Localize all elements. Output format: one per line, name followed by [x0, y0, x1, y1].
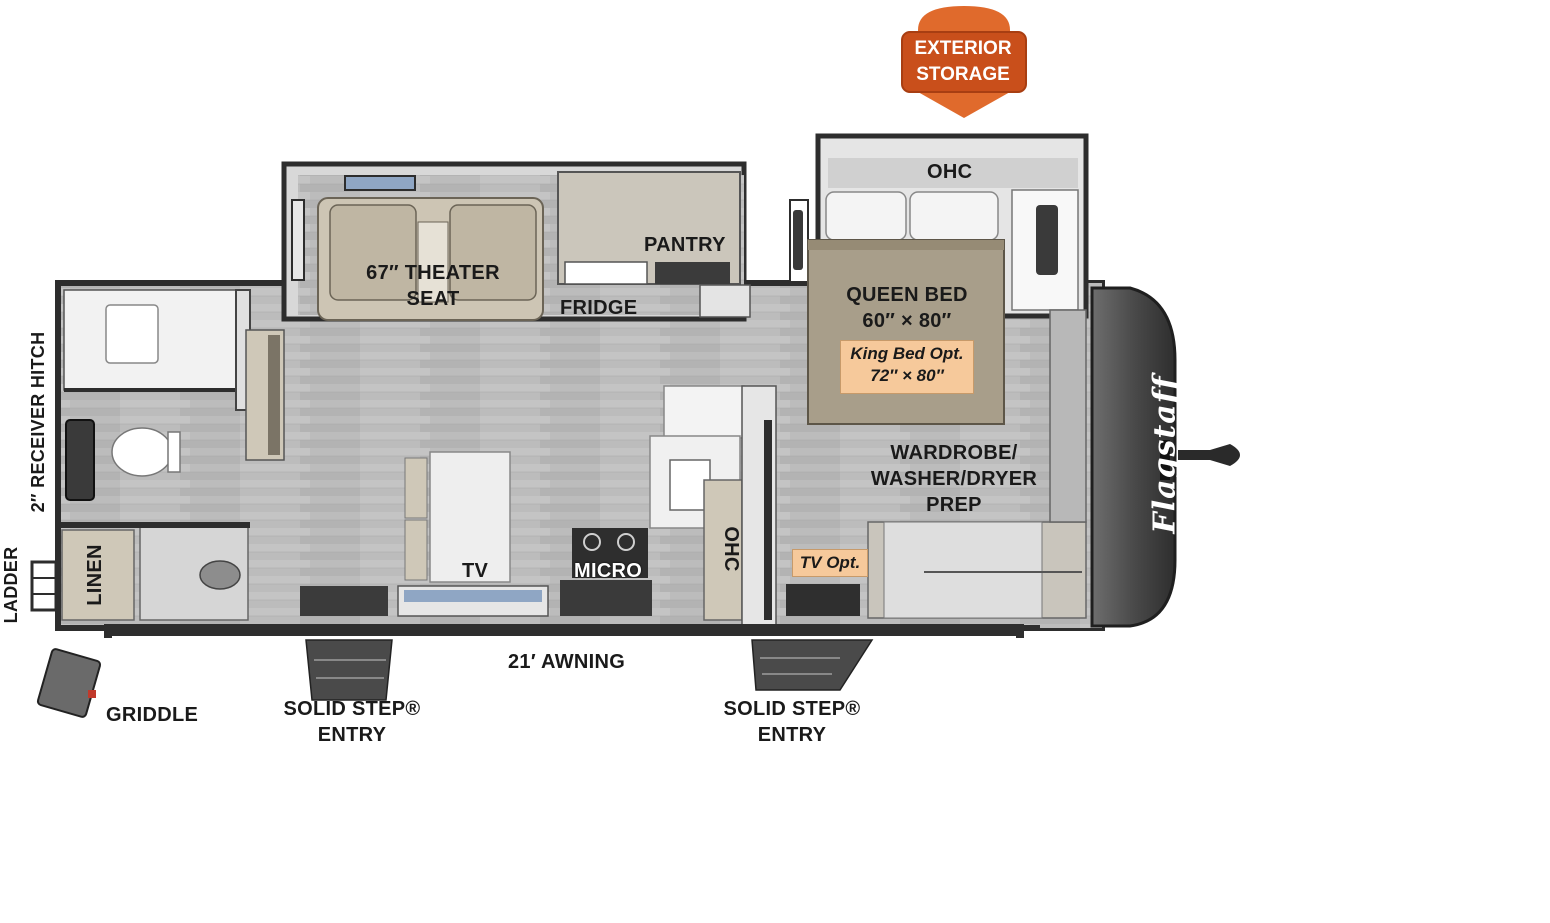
tv-option-badge: TV Opt.	[792, 549, 868, 577]
callout-line-1: EXTERIOR	[914, 38, 1012, 59]
pantry-label: PANTRY	[644, 234, 726, 256]
king-bed-line-2: 72″ × 80″	[870, 366, 944, 385]
theater-seat-label: 67″ THEATER SEAT	[360, 260, 506, 312]
interior-features	[245, 309, 1087, 627]
front-cap	[1090, 286, 1240, 628]
theater-seat-line-1: 67″ THEATER	[366, 262, 500, 284]
fridge-label: FRIDGE	[560, 297, 638, 319]
step-2-line-2: ENTRY	[757, 724, 827, 746]
solid-step-entry-1-label: SOLID STEP® ENTRY	[276, 696, 428, 748]
bathroom	[60, 289, 251, 621]
ladder	[30, 560, 58, 612]
ohc-side-label: OHC	[720, 526, 742, 572]
ohc-top-label: OHC	[927, 161, 973, 183]
king-bed-option-badge: King Bed Opt. 72″ × 80″	[840, 340, 974, 394]
griddle	[36, 648, 102, 718]
receiver-hitch-label: 2″ RECEIVER HITCH	[28, 331, 48, 513]
living-slideout	[281, 161, 751, 322]
step-1-line-1: SOLID STEP®	[283, 698, 421, 720]
micro-label: MICRO	[574, 560, 643, 582]
exterior-storage-label: EXTERIOR STORAGE	[906, 36, 1020, 88]
callout-line-2: STORAGE	[916, 64, 1010, 85]
linen-label: LINEN	[84, 544, 106, 606]
queen-bed-line-1: QUEEN BED	[846, 284, 968, 306]
entry-step-2	[751, 639, 874, 691]
wardrobe-line-1: WARDROBE/	[890, 442, 1018, 464]
tv-label: TV	[462, 560, 489, 582]
awning	[104, 624, 1024, 638]
wardrobe-line-2: WASHER/DRYER	[870, 468, 1038, 490]
wardrobe-label: WARDROBE/ WASHER/DRYER PREP	[866, 440, 1042, 518]
griddle-label: GRIDDLE	[106, 704, 199, 726]
king-bed-line-1: King Bed Opt.	[850, 344, 964, 363]
exterior-storage-callout	[901, 6, 1027, 118]
awning-label: 21′ AWNING	[508, 651, 626, 673]
brand-logo: Flagstaff	[1147, 375, 1183, 534]
entry-step-1	[305, 639, 393, 701]
solid-step-entry-2-label: SOLID STEP® ENTRY	[716, 696, 868, 748]
queen-bed-line-2: 60″ × 80″	[862, 310, 952, 332]
queen-bed-label: QUEEN BED 60″ × 80″	[840, 282, 974, 334]
step-2-line-1: SOLID STEP®	[723, 698, 861, 720]
step-1-line-2: ENTRY	[317, 724, 387, 746]
theater-seat-line-2: SEAT	[406, 288, 460, 310]
wardrobe-line-3: PREP	[926, 494, 982, 516]
ladder-label: LADDER	[1, 546, 21, 624]
